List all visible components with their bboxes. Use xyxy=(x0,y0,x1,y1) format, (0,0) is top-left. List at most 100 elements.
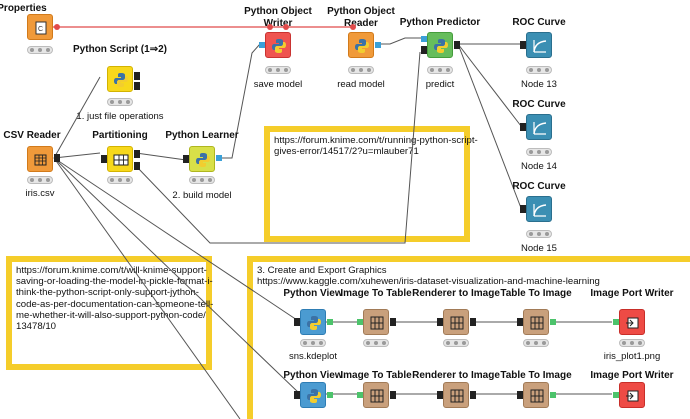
input-port[interactable] xyxy=(357,392,363,398)
node-icon-box[interactable] xyxy=(443,382,469,408)
input-port[interactable] xyxy=(183,155,189,163)
node-title: Python View xyxy=(283,288,343,299)
connection xyxy=(135,152,187,161)
node-icon-box[interactable]: C xyxy=(27,14,53,40)
node-icon-box[interactable] xyxy=(526,114,552,140)
node-image-to-table-2[interactable]: Image To Table xyxy=(336,354,416,419)
input-port[interactable] xyxy=(294,391,300,399)
node-properties[interactable]: Properties C xyxy=(0,0,80,80)
output-port[interactable] xyxy=(390,391,396,399)
node-status xyxy=(107,176,133,184)
node-roc-curve-13[interactable]: ROC Curve Node 13 xyxy=(499,6,579,90)
python-icon xyxy=(196,153,210,167)
node-icon-box[interactable] xyxy=(189,146,215,172)
node-table-to-image-1[interactable]: Table To Image xyxy=(496,282,576,362)
output-port[interactable] xyxy=(470,391,476,399)
input-port[interactable] xyxy=(517,391,523,399)
input-port[interactable] xyxy=(437,318,443,326)
input-port[interactable] xyxy=(421,36,427,42)
input-port[interactable] xyxy=(294,318,300,326)
node-python-predictor[interactable]: Python Predictor predict xyxy=(400,6,481,90)
node-icon-box[interactable] xyxy=(619,382,645,408)
node-icon-box[interactable] xyxy=(348,32,374,58)
node-roc-curve-15[interactable]: ROC Curve Node 15 xyxy=(499,170,579,254)
node-icon-box[interactable] xyxy=(526,32,552,58)
flow-variable-port[interactable] xyxy=(54,24,60,30)
node-python-object-writer[interactable]: Python Object Writer save model xyxy=(238,6,318,90)
python-icon xyxy=(272,39,286,53)
output-port[interactable] xyxy=(134,150,140,158)
node-status xyxy=(526,66,552,74)
output-port[interactable] xyxy=(134,82,140,90)
input-port[interactable] xyxy=(520,123,526,131)
node-image-port-writer-2[interactable]: Image Port Writer xyxy=(590,354,674,419)
node-icon-box[interactable] xyxy=(526,196,552,222)
node-icon-box[interactable] xyxy=(523,309,549,335)
connection xyxy=(457,43,522,209)
roc-curve-icon xyxy=(533,40,547,53)
node-title: Table To Image xyxy=(500,288,572,299)
node-icon-box[interactable] xyxy=(300,382,326,408)
node-csv-reader[interactable]: CSV Reader iris.csv xyxy=(0,118,80,199)
node-icon-box[interactable] xyxy=(427,32,453,58)
output-port[interactable] xyxy=(454,41,460,49)
output-port[interactable] xyxy=(470,318,476,326)
node-python-view-1[interactable]: Python View sns.kdeplot xyxy=(273,282,353,362)
node-image-port-writer-1[interactable]: Image Port Writer iris_plot1.png xyxy=(590,282,673,362)
output-port[interactable] xyxy=(134,72,140,80)
input-port[interactable] xyxy=(259,42,265,48)
node-icon-box[interactable] xyxy=(300,309,326,335)
input-port[interactable] xyxy=(421,46,427,54)
node-icon-box[interactable] xyxy=(619,309,645,335)
input-port[interactable] xyxy=(520,205,526,213)
node-icon-box[interactable] xyxy=(107,146,133,172)
node-python-learner[interactable]: Python Learner 2. build model xyxy=(162,118,242,201)
node-renderer-to-image-2[interactable]: Renderer to Image xyxy=(412,354,500,419)
node-icon-box[interactable] xyxy=(265,32,291,58)
output-port[interactable] xyxy=(327,392,333,398)
input-port[interactable] xyxy=(613,392,619,398)
node-image-to-table-1[interactable]: Image To Table xyxy=(336,282,416,362)
flow-variable-port[interactable] xyxy=(267,24,273,30)
input-port[interactable] xyxy=(357,319,363,325)
node-icon-box[interactable] xyxy=(107,66,133,92)
annotation-text: https://forum.knime.com/t/will-knime-sup… xyxy=(16,265,214,333)
node-status xyxy=(27,46,53,54)
output-port[interactable] xyxy=(550,319,556,325)
output-port[interactable] xyxy=(390,318,396,326)
node-renderer-to-image-1[interactable]: Renderer to Image xyxy=(412,282,500,362)
roc-curve-icon xyxy=(533,122,547,135)
input-port[interactable] xyxy=(517,318,523,326)
output-port[interactable] xyxy=(375,42,381,48)
node-table-to-image-2[interactable]: Table To Image xyxy=(496,354,576,419)
node-roc-curve-14[interactable]: ROC Curve Node 14 xyxy=(499,88,579,172)
annotation-forum-link-2[interactable]: https://forum.knime.com/t/will-knime-sup… xyxy=(6,256,214,370)
node-python-view-2[interactable]: Python View xyxy=(273,354,353,419)
output-port[interactable] xyxy=(327,319,333,325)
node-icon-box[interactable] xyxy=(363,309,389,335)
flow-variable-port[interactable] xyxy=(283,24,289,30)
node-icon-box[interactable] xyxy=(443,309,469,335)
node-icon-box[interactable] xyxy=(523,382,549,408)
node-label: read model xyxy=(337,79,385,90)
node-python-script[interactable]: Python Script (1⇒2) 1. just file operati… xyxy=(73,44,167,124)
output-port[interactable] xyxy=(134,162,140,170)
input-port[interactable] xyxy=(101,155,107,163)
input-port[interactable] xyxy=(520,41,526,49)
output-port[interactable] xyxy=(54,154,60,162)
input-port[interactable] xyxy=(613,319,619,325)
image-writer-icon xyxy=(626,390,639,402)
partition-icon xyxy=(113,154,129,166)
output-port[interactable] xyxy=(550,392,556,398)
node-icon-box[interactable] xyxy=(27,146,53,172)
csv-file-icon xyxy=(34,154,47,166)
node-partitioning[interactable]: Partitioning xyxy=(80,118,160,198)
node-icon-box[interactable] xyxy=(363,382,389,408)
annotation-forum-link-1[interactable]: https://forum.knime.com/t/running-python… xyxy=(264,126,478,242)
input-port[interactable] xyxy=(437,391,443,399)
output-port[interactable] xyxy=(216,155,222,161)
flow-variable-port[interactable] xyxy=(350,24,356,30)
node-python-object-reader[interactable]: Python Object Reader read model xyxy=(321,6,401,90)
